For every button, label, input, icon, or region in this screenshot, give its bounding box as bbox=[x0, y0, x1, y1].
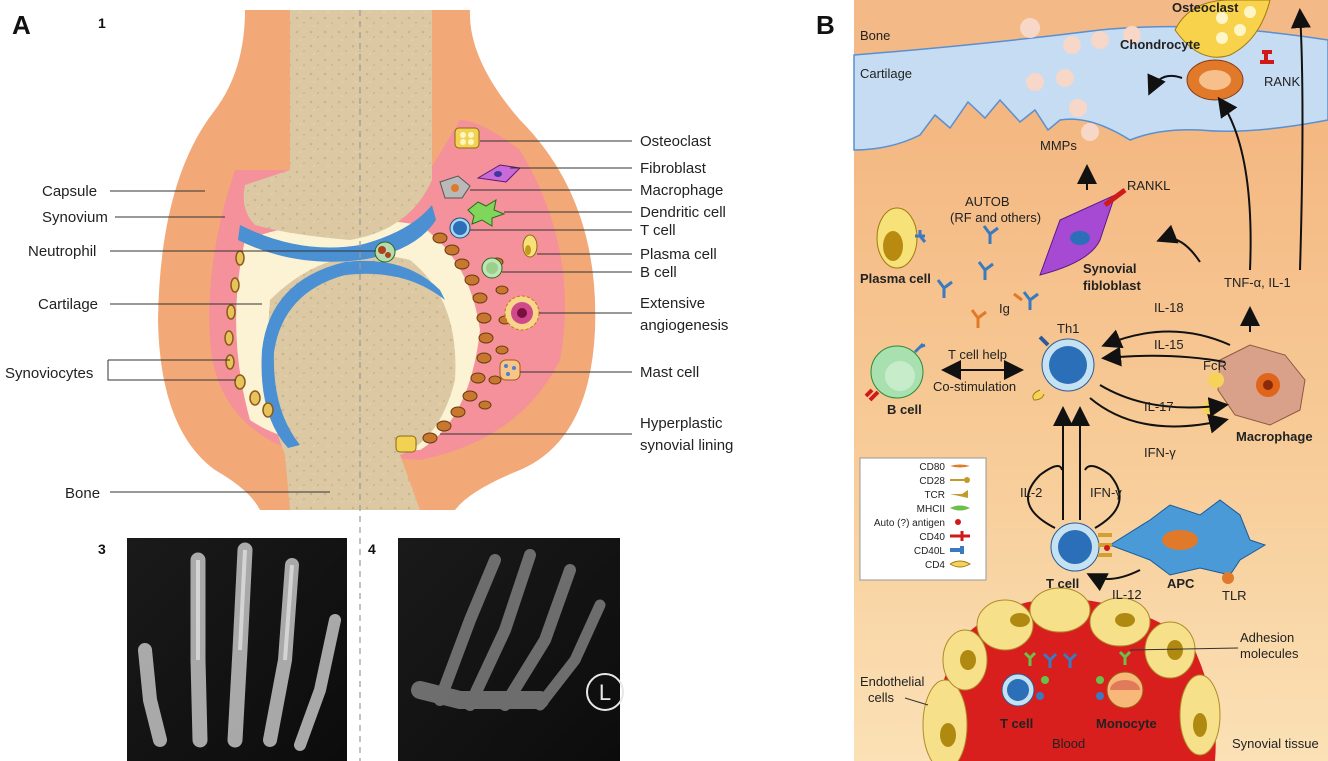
subpanel-number-4: 4 bbox=[368, 541, 376, 557]
xray-arthritic-hand: L bbox=[398, 538, 623, 761]
legend-label: CD28 bbox=[919, 476, 945, 487]
label-b-endothelial-line1: Endothelial bbox=[860, 674, 924, 689]
label-b-autob-line2: (RF and others) bbox=[950, 210, 1041, 225]
mast-cell bbox=[500, 360, 520, 380]
label-b-synfib-line2: fibloblast bbox=[1083, 278, 1141, 293]
label-b-cell: B cell bbox=[640, 264, 677, 281]
label-b-macrophage: Macrophage bbox=[1236, 429, 1313, 444]
legend-label: CD80 bbox=[919, 462, 945, 473]
label-macrophage: Macrophage bbox=[640, 182, 723, 199]
chondrocyte-cell bbox=[1187, 60, 1243, 100]
label-b-ifng-left: IFN-γ bbox=[1090, 485, 1122, 500]
label-t-cell: T cell bbox=[640, 222, 676, 239]
label-b-il12: IL-12 bbox=[1112, 587, 1142, 602]
label-b-ifng-right: IFN-γ bbox=[1144, 445, 1176, 460]
legend-label: MHCII bbox=[917, 504, 945, 515]
legend-label: CD4 bbox=[925, 560, 945, 571]
label-b-tcell: T cell bbox=[1046, 576, 1079, 591]
label-cartilage: Cartilage bbox=[38, 296, 98, 313]
label-b-rank: RANK bbox=[1264, 74, 1300, 89]
subpanel-number-1: 1 bbox=[98, 15, 106, 31]
label-neutrophil: Neutrophil bbox=[28, 243, 96, 260]
osteoclast-cell bbox=[455, 128, 479, 148]
label-synoviocytes: Synoviocytes bbox=[5, 365, 93, 382]
label-b-endothelial-line2: cells bbox=[868, 690, 895, 705]
label-b-apc: APC bbox=[1167, 576, 1195, 591]
label-b-ig: Ig bbox=[999, 301, 1010, 316]
label-b-adhesion-line1: Adhesion bbox=[1240, 630, 1294, 645]
label-b-osteoclast: Osteoclast bbox=[1172, 0, 1239, 15]
neutrophil-cell bbox=[375, 242, 395, 262]
plasma-cell bbox=[523, 235, 537, 257]
label-b-cartilage: Cartilage bbox=[860, 66, 912, 81]
label-hyperplastic-line1: Hyperplastic bbox=[640, 415, 723, 432]
label-fibroblast: Fibroblast bbox=[640, 160, 707, 177]
label-b-th1: Th1 bbox=[1057, 321, 1079, 336]
label-b-il15: IL-15 bbox=[1154, 337, 1184, 352]
t-cell bbox=[450, 218, 470, 238]
label-b-tcell-blood: T cell bbox=[1000, 716, 1033, 731]
xray-normal-hand bbox=[127, 538, 347, 761]
label-b-synovial-tissue: Synovial tissue bbox=[1232, 736, 1319, 751]
label-b-rankl: RANKL bbox=[1127, 178, 1170, 193]
label-b-costimulation: Co-stimulation bbox=[933, 379, 1016, 394]
osteoclast-lower bbox=[396, 436, 416, 452]
legend-label: CD40 bbox=[919, 532, 945, 543]
legend-label: CD40L bbox=[914, 546, 946, 557]
label-b-blood: Blood bbox=[1052, 736, 1085, 751]
panel-label-a: A bbox=[12, 10, 31, 40]
label-b-il18: IL-18 bbox=[1154, 300, 1184, 315]
label-b-il17: IL-17 bbox=[1144, 399, 1174, 414]
label-b-tnf: TNF-α, IL-1 bbox=[1224, 275, 1291, 290]
label-osteoclast: Osteoclast bbox=[640, 133, 712, 150]
label-mast-cell: Mast cell bbox=[640, 364, 699, 381]
legend-label: TCR bbox=[924, 490, 945, 501]
label-b-synfib-line1: Synovial bbox=[1083, 261, 1136, 276]
label-b-monocyte: Monocyte bbox=[1096, 716, 1157, 731]
label-capsule: Capsule bbox=[42, 183, 97, 200]
label-b-tcell-help: T cell help bbox=[948, 347, 1007, 362]
label-b-adhesion-line2: molecules bbox=[1240, 646, 1299, 661]
label-b-tlr: TLR bbox=[1222, 588, 1247, 603]
label-b-fcr: FcR bbox=[1203, 358, 1227, 373]
angiogenesis-vessel bbox=[505, 296, 539, 330]
label-b-autob-line1: AUTOB bbox=[965, 194, 1010, 209]
legend-label: Auto (?) antigen bbox=[874, 518, 945, 529]
label-dendritic-cell: Dendritic cell bbox=[640, 204, 726, 221]
label-angiogenesis-line1: Extensive bbox=[640, 295, 705, 312]
label-bone: Bone bbox=[65, 485, 100, 502]
label-angiogenesis-line2: angiogenesis bbox=[640, 317, 728, 334]
subpanel-number-3: 3 bbox=[98, 541, 106, 557]
label-b-chondrocyte: Chondrocyte bbox=[1120, 37, 1200, 52]
t-cell-lower bbox=[1051, 523, 1099, 571]
label-plasma-cell: Plasma cell bbox=[640, 246, 717, 263]
label-synovium: Synovium bbox=[42, 209, 108, 226]
label-b-plasma-cell: Plasma cell bbox=[860, 271, 931, 286]
xray-marker-letter: L bbox=[599, 680, 611, 705]
label-b-bone: Bone bbox=[860, 28, 890, 43]
label-b-mmps: MMPs bbox=[1040, 138, 1077, 153]
label-b-il2: IL-2 bbox=[1020, 485, 1042, 500]
b-cell bbox=[482, 258, 502, 278]
label-b-bcell: B cell bbox=[887, 402, 922, 417]
label-hyperplastic-line2: synovial lining bbox=[640, 437, 733, 454]
panel-label-b: B bbox=[816, 10, 835, 40]
